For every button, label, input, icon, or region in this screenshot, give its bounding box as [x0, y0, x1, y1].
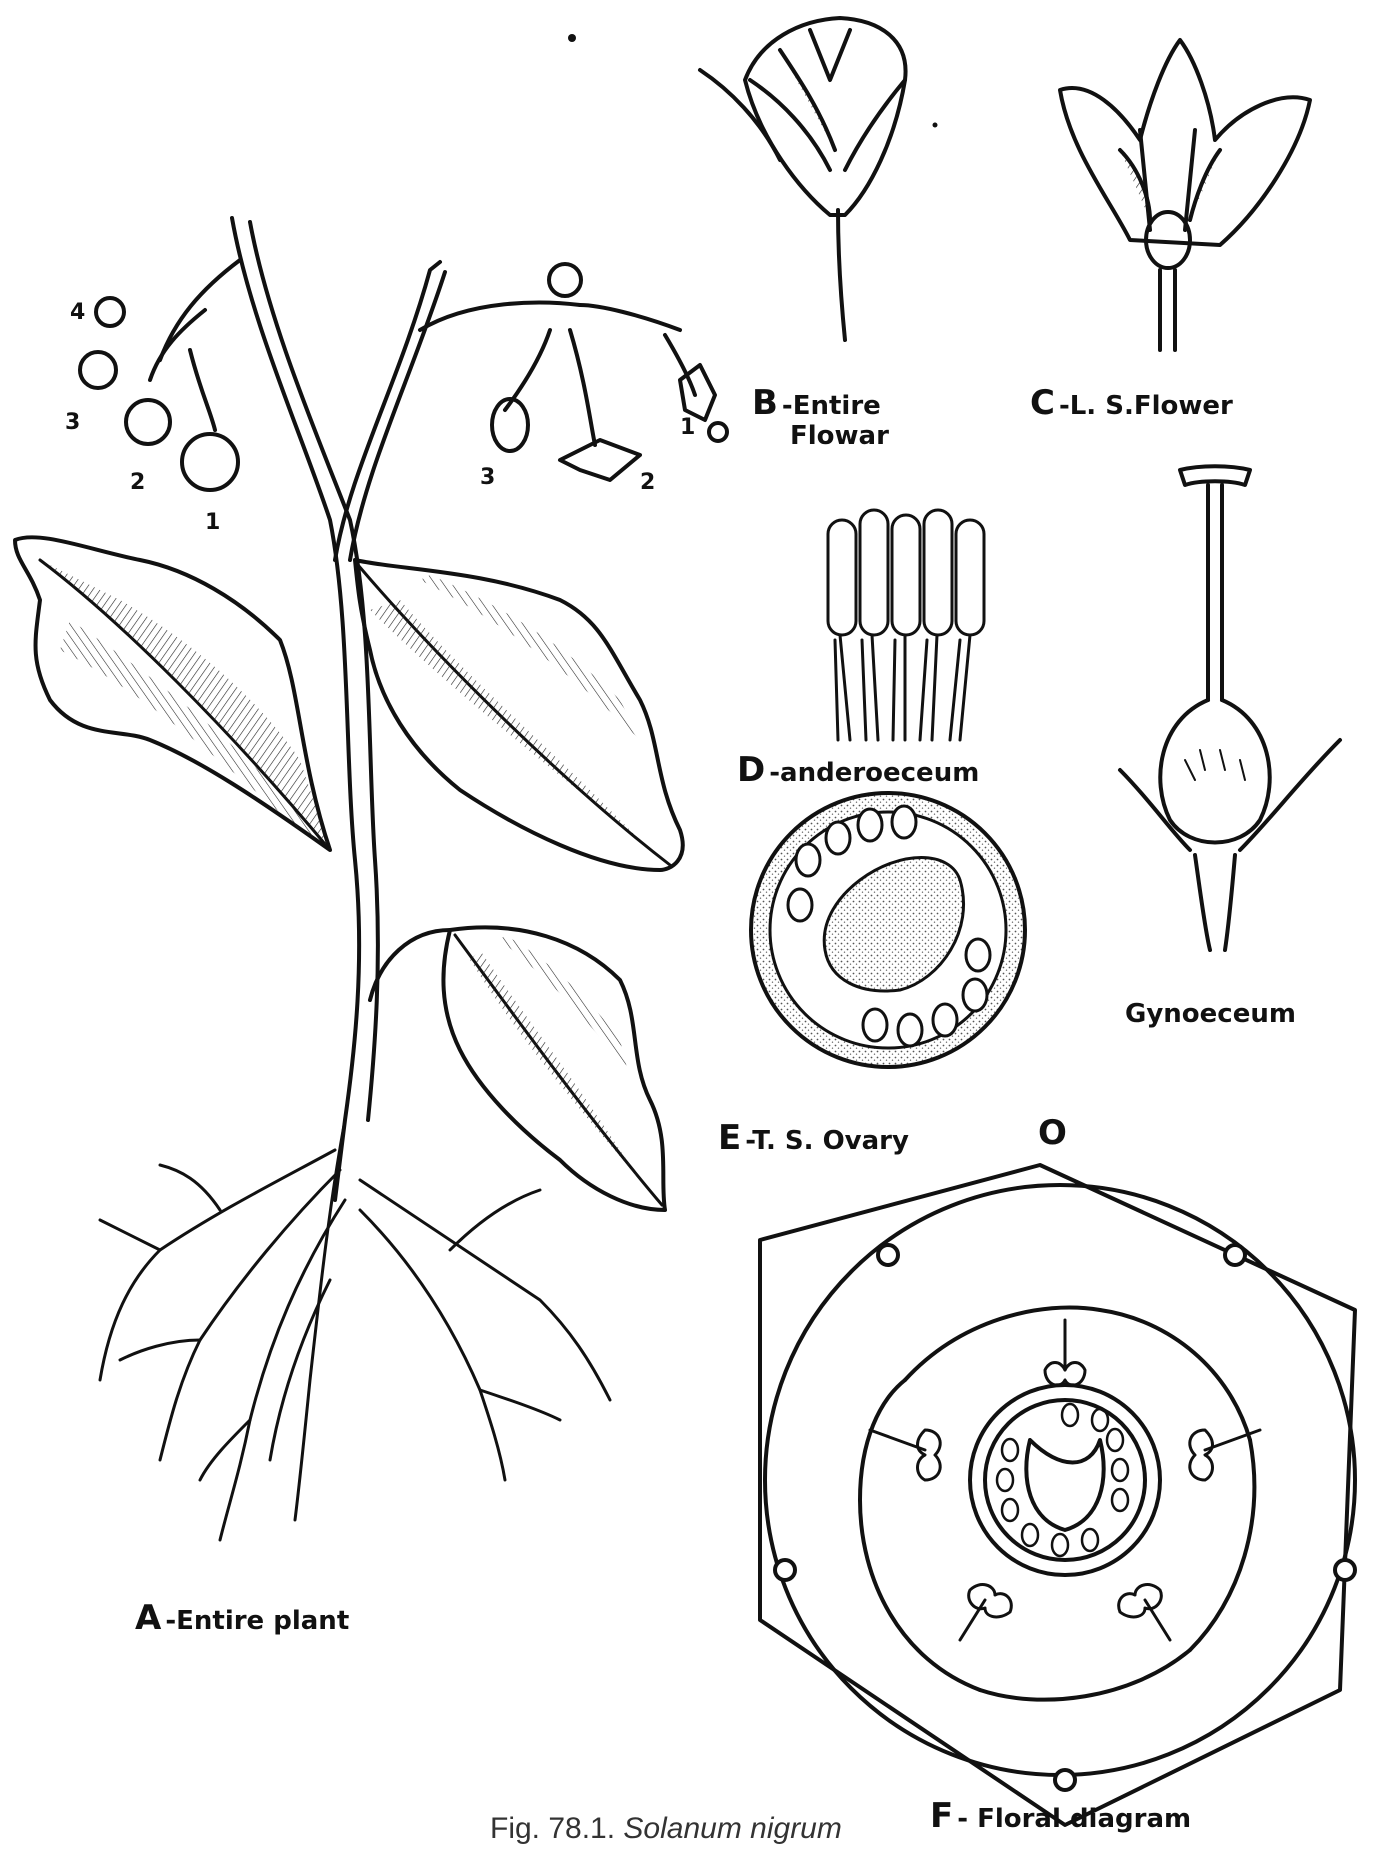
label-letter-a: A — [135, 1598, 161, 1638]
floral-diagram-drawing — [760, 1165, 1355, 1825]
label-text-gynoeceum: Gynoeceum — [1125, 999, 1296, 1029]
label-entire-flower: B-Entire — [752, 385, 881, 422]
number-right-2: 2 — [640, 470, 655, 495]
berry-1 — [182, 434, 238, 490]
label-text-entire-plant: -Entire plant — [165, 1606, 349, 1636]
number-right-3: 3 — [480, 465, 495, 490]
label-letter-b: B — [752, 383, 778, 423]
label-o-axis: O — [1038, 1115, 1071, 1152]
gynoecium-drawing — [1120, 466, 1340, 950]
flower-3-right — [492, 399, 528, 451]
label-ts-ovary: E-T. S. Ovary — [718, 1120, 909, 1157]
label-letter-c: C — [1030, 383, 1055, 423]
caption-species: Solanum nigrum — [623, 1812, 841, 1845]
berry-2 — [126, 400, 170, 444]
ls-flower-drawing — [1060, 40, 1310, 350]
label-text-floral-diagram: - Floral diagram — [957, 1804, 1191, 1834]
entire-flower-drawing — [700, 18, 906, 340]
ovary-outer-ring — [970, 1385, 1160, 1575]
label-letter-f: F — [930, 1796, 953, 1836]
number-left-3: 3 — [65, 410, 80, 435]
label-text-entire: -Entire — [782, 391, 881, 421]
label-text-androecium: -anderoeceum — [769, 758, 979, 788]
ts-ovary-drawing — [751, 793, 1025, 1067]
number-left-4: 4 — [70, 300, 85, 325]
label-letter-d: D — [737, 750, 765, 790]
label-flower-line2: Flowar — [790, 422, 889, 451]
corolla-circle — [765, 1185, 1355, 1775]
right-branch — [335, 262, 440, 560]
label-text-ts-ovary: -T. S. Ovary — [745, 1126, 909, 1156]
number-left-1: 1 — [205, 510, 220, 535]
label-axis-o: O — [1038, 1113, 1067, 1153]
calyx-pentagon — [760, 1165, 1355, 1825]
label-gynoeceum: Gynoeceum — [1125, 1000, 1296, 1029]
androecium-drawing — [828, 510, 984, 740]
bud-4 — [96, 298, 124, 326]
label-letter-e: E — [718, 1118, 741, 1158]
berry-3 — [80, 352, 116, 388]
label-text-flowar: Flowar — [790, 421, 889, 451]
label-entire-plant: A-Entire plant — [135, 1600, 349, 1637]
number-right-1: 1 — [680, 415, 695, 440]
figure-caption: Fig. 78.1. Solanum nigrum — [490, 1812, 842, 1846]
label-androecium: D-anderoeceum — [737, 752, 979, 789]
label-text-ls-flower: -L. S.Flower — [1059, 391, 1233, 421]
label-ls-flower: C-L. S.Flower — [1030, 385, 1233, 422]
entire-plant-drawing — [15, 218, 727, 1540]
root-system — [100, 1120, 610, 1540]
label-floral-diagram: F- Floral diagram — [930, 1798, 1191, 1835]
number-left-2: 2 — [130, 470, 145, 495]
caption-prefix: Fig. 78.1. — [490, 1812, 615, 1845]
stamens — [870, 1320, 1260, 1640]
